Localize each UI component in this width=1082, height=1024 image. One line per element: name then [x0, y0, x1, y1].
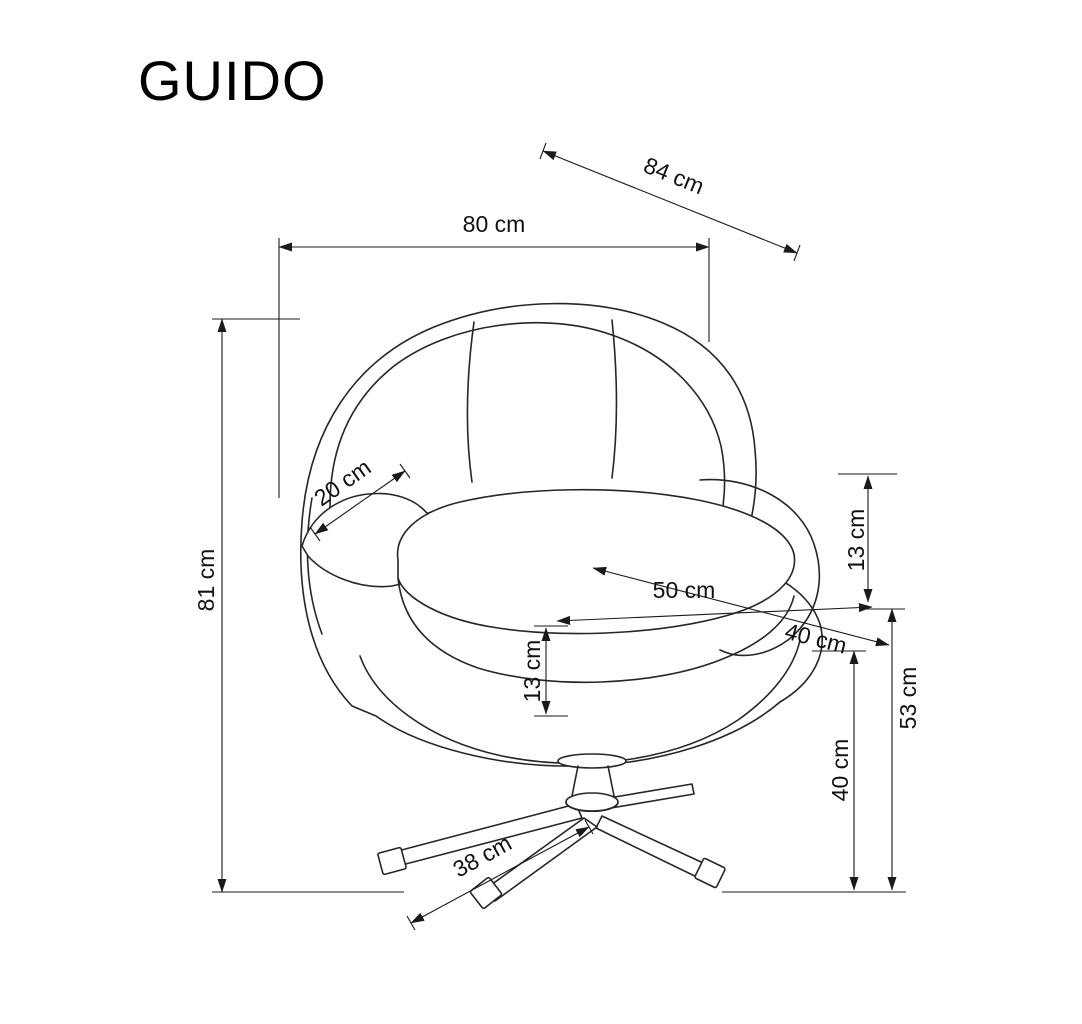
product-title: GUIDO [138, 49, 327, 112]
dimension-13-lower [534, 625, 568, 717]
backrest-seam-left [466, 321, 475, 483]
backrest-inner-rim [329, 322, 726, 555]
dimension-label-underseat-height: 40 cm [827, 739, 853, 802]
dimension-40-right [812, 650, 866, 891]
dimension-label-height: 81 cm [193, 549, 219, 612]
dimension-38 [406, 819, 594, 931]
dimension-81 [212, 318, 404, 893]
foot-left [377, 846, 407, 876]
pedestal-mount [557, 753, 627, 769]
dimension-20 [309, 463, 411, 542]
dimension-label-seat-height: 53 cm [895, 667, 921, 730]
backrest-seam-right [611, 319, 618, 479]
dimension-lines [212, 142, 906, 931]
foot-right [694, 857, 726, 889]
left-shell-edge [306, 497, 323, 635]
dimension-84 [539, 142, 801, 262]
dimension-label-cushion: 13 cm [519, 640, 545, 703]
dimension-53 [722, 608, 906, 893]
dimension-80 [278, 238, 710, 498]
dimension-label-seat-width: 50 cm [653, 577, 716, 603]
dimension-label-arm-to-seat: 13 cm [843, 509, 869, 572]
seat-cushion [396, 488, 796, 635]
dimension-40-seat [592, 566, 890, 647]
pedestal-hub-side [565, 802, 619, 812]
dimension-label-width: 80 cm [463, 211, 526, 237]
pedestal-column [571, 765, 615, 797]
